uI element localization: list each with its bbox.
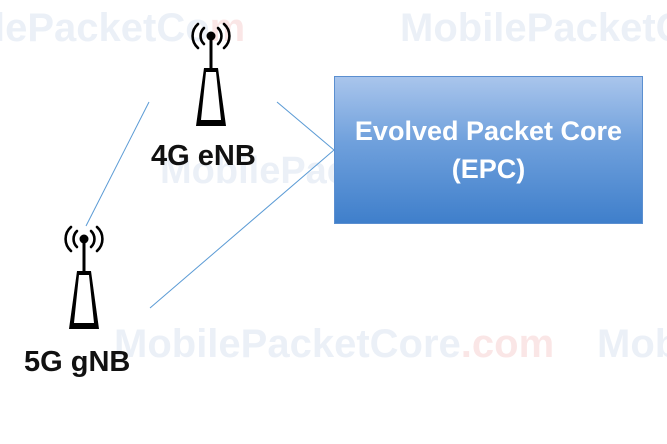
link-gnb-enb bbox=[85, 101, 150, 227]
enb-label: 4G eNB bbox=[151, 140, 256, 172]
epc-title: Evolved Packet Core bbox=[354, 116, 623, 146]
gnb-label: 5G gNB bbox=[24, 346, 131, 378]
radio-tower-icon bbox=[58, 225, 110, 336]
epc-abbrev: (EPC) bbox=[451, 154, 526, 184]
radio-tower-icon bbox=[185, 22, 237, 133]
link-gnb-epc bbox=[149, 149, 335, 309]
link-enb-epc bbox=[276, 101, 335, 151]
epc-box: Evolved Packet Core (EPC) bbox=[334, 76, 643, 224]
